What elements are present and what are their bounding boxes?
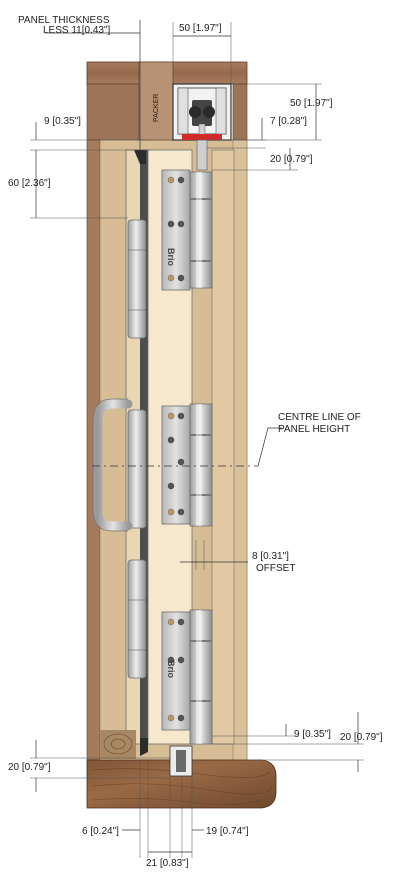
pull-handle (93, 399, 133, 531)
floor-end-grain-inner (110, 738, 126, 750)
hinge-left-middle (127, 409, 147, 529)
head-timber-right (232, 83, 248, 141)
floor-end-block (100, 730, 136, 760)
hinge-left-bottom (127, 559, 147, 679)
bottom-21-label: 21 [0.83"] (146, 858, 189, 869)
bottom-stop-block (140, 738, 148, 756)
bottom-guide-inner (176, 750, 186, 772)
hinge-logo-top: Brio (166, 248, 176, 267)
floor-grain-2 (91, 783, 273, 795)
hinge-logo-bottom: Brio (166, 660, 176, 679)
hinge-left-top (127, 219, 147, 339)
floor-timber (86, 756, 277, 809)
bottom-6-label: 6 [0.24"] (82, 826, 119, 837)
centre-line-label-2: PANEL HEIGHT (278, 424, 350, 435)
floor-grain-3 (91, 798, 261, 805)
hinge-right-middle (161, 403, 213, 527)
top-width-label: 50 [1.97"] (179, 23, 222, 34)
door-leaf-right (211, 149, 235, 745)
right-7-label: 7 [0.28"] (270, 116, 307, 127)
right-jamb (232, 139, 248, 761)
hinge-right-bottom (161, 609, 213, 745)
track-height-label: 50 [1.97"] (290, 98, 333, 109)
bottom-19-label: 19 [0.74"] (206, 826, 249, 837)
pull-handle-outline (92, 398, 128, 532)
track-lip-right (215, 87, 227, 135)
floor-grain-1 (91, 768, 271, 778)
bottom-9-label: 9 [0.35"] (294, 729, 331, 740)
top-stop-block (134, 150, 146, 164)
top-pivot (196, 139, 208, 171)
floor-end-grain (103, 733, 133, 755)
centre-line-label-1: CENTRE LINE OF (278, 412, 361, 423)
offset-value-label: 8 [0.31"] (252, 551, 289, 562)
panel-thickness-sub: LESS 11[0.43"] (43, 25, 111, 36)
carrier-wheel-left (189, 106, 201, 118)
centre-line-leader (257, 427, 282, 467)
hinge-right-top (161, 169, 213, 291)
bottom-20-left-label: 20 [0.79"] (8, 762, 51, 773)
brush-seal (182, 134, 222, 140)
right-20-top-label: 20 [0.79"] (270, 154, 313, 165)
offset-word-label: OFFSET (256, 563, 295, 574)
left-60-label: 60 [2.36"] (8, 178, 51, 189)
packer-label: PACKER (153, 94, 160, 122)
carrier-wheel-right (203, 106, 215, 118)
panel-thickness-label: PANEL THICKNESS (18, 15, 110, 26)
bottom-20-right-label: 20 [0.79"] (340, 732, 383, 743)
track-lip-left (177, 87, 189, 135)
left-9-label: 9 [0.35"] (44, 116, 81, 127)
